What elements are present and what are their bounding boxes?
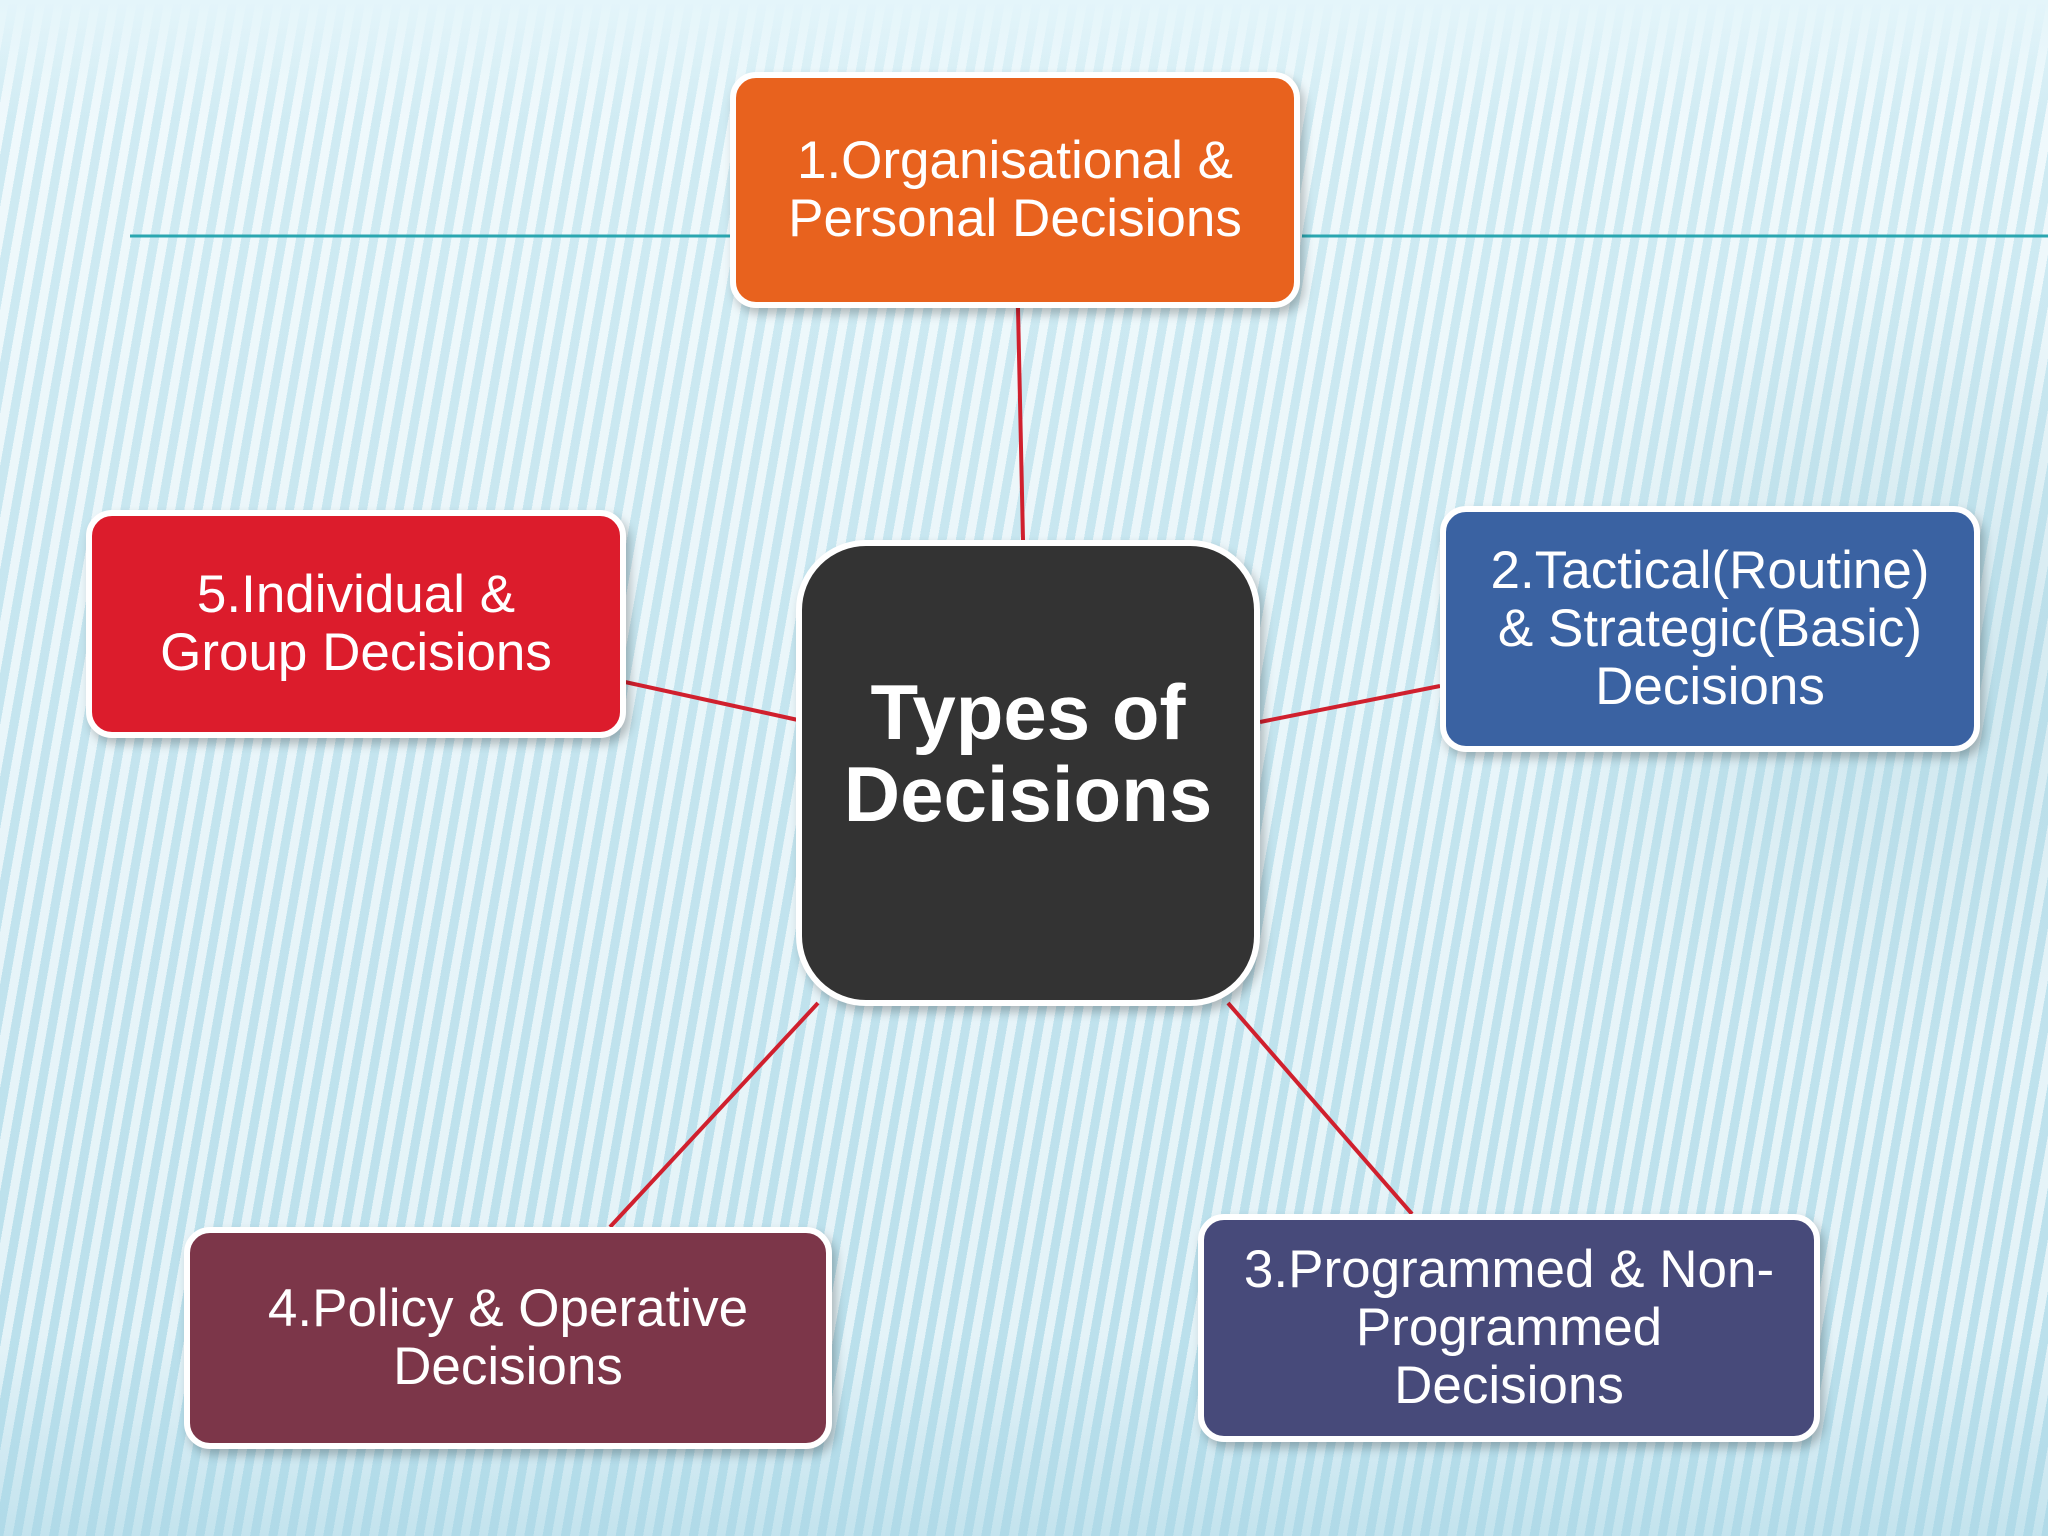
node-policy-operative-label: 4.Policy & Operative Decisions	[267, 1279, 749, 1396]
connector-5	[624, 680, 799, 722]
center-node-label: Types of Decisions	[843, 668, 1213, 838]
node-organisational-personal: 1.Organisational & Personal Decisions	[730, 72, 1300, 308]
connector-3	[1226, 1001, 1414, 1216]
node-individual-group-label: 5.Individual & Group Decisions	[160, 565, 552, 682]
center-node-types-of-decisions: Types of Decisions	[796, 540, 1260, 1006]
node-tactical-strategic: 2.Tactical(Routine) & Strategic(Basic) D…	[1440, 506, 1980, 752]
node-individual-group: 5.Individual & Group Decisions	[86, 510, 626, 738]
node-policy-operative: 4.Policy & Operative Decisions	[184, 1227, 832, 1449]
connector-1	[1016, 307, 1025, 541]
connector-4	[608, 1001, 820, 1229]
node-programmed-nonprogrammed-label: 3.Programmed & Non- Programmed Decisions	[1243, 1240, 1775, 1415]
node-tactical-strategic-label: 2.Tactical(Routine) & Strategic(Basic) D…	[1490, 541, 1930, 716]
node-organisational-personal-label: 1.Organisational & Personal Decisions	[788, 131, 1242, 248]
connector-2	[1259, 684, 1441, 724]
node-programmed-nonprogrammed: 3.Programmed & Non- Programmed Decisions	[1198, 1214, 1820, 1442]
